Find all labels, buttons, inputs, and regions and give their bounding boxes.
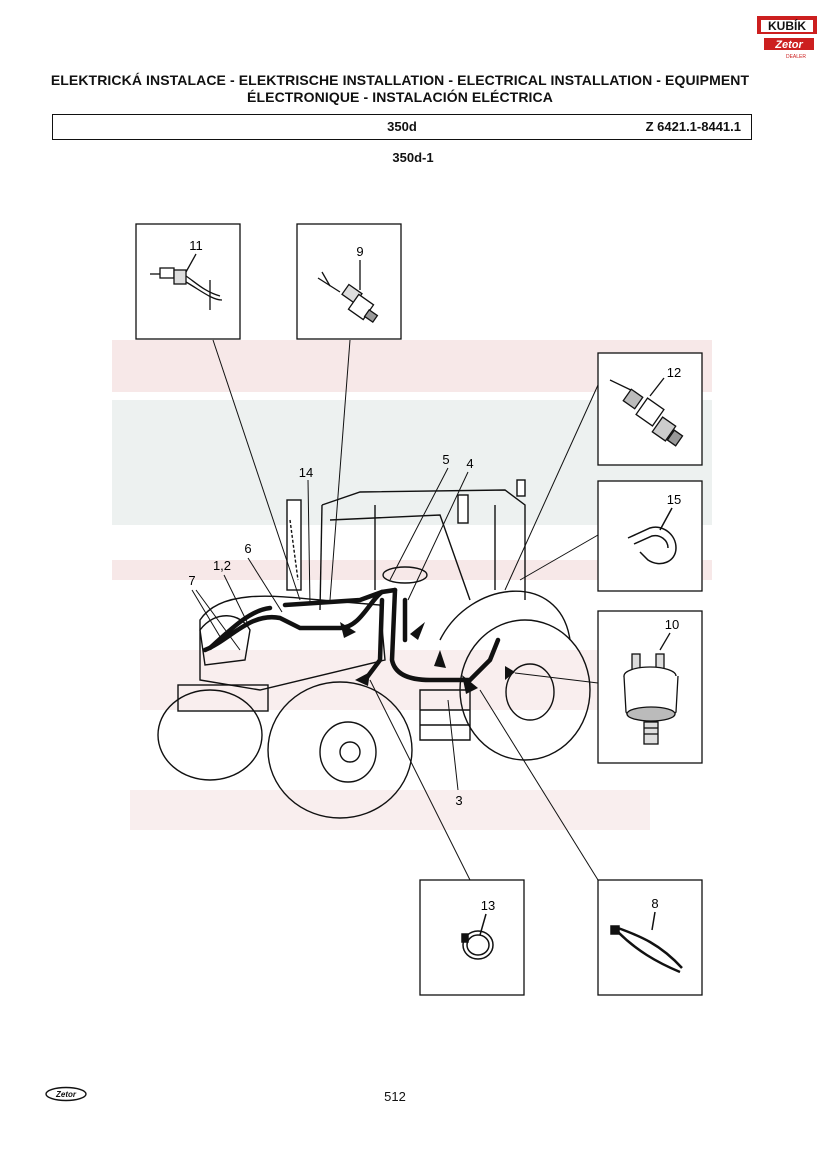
leader-14 [307,479,311,606]
callout-11: 11 [189,238,203,253]
logo-dealer-text: DEALER [786,54,806,60]
leader-4 [407,471,469,601]
leader-5 [389,467,449,581]
harness-main [389,587,501,683]
leader-3 [447,699,459,791]
detail-box-10: 10 [597,610,703,764]
beacon-light [516,479,526,497]
leader-12-pair [223,574,249,625]
watermark [112,340,712,830]
wiring-harness [202,587,501,683]
model-label: 350d [387,119,417,134]
detail-box-9: 9 [296,223,402,340]
leader-11 [212,339,301,601]
cab-steps [419,689,471,741]
callout-4: 4 [466,456,473,471]
front-left-wheel [157,689,263,781]
leader-8 [479,689,599,881]
callout-9: 9 [356,244,363,259]
callout-14: 14 [299,465,313,480]
tractor-illustration [157,479,591,819]
callout-7: 7 [188,573,195,588]
arrow-a [340,622,356,638]
front-weight [177,684,269,712]
part-code: Z 6421.1-8441.1 [645,119,741,134]
leader-12 [504,384,599,591]
oil-pressure-sensor-icon [623,632,679,745]
leader-9 [329,339,351,601]
callout-15: 15 [667,492,681,507]
cab-front-pillar [319,504,323,611]
steering-wheel [382,566,428,584]
callout-12: 12 [667,365,681,380]
front-grille [199,615,251,666]
temp-sender-icon [150,253,223,310]
leader-10 [514,672,599,684]
leader-lines [191,339,599,881]
figure-id: 350d-1 [392,150,434,165]
detail-box-11: 11 [135,223,241,340]
arrow-b [410,622,425,640]
detail-box-8: 8 [597,879,703,996]
leader-13 [369,679,471,881]
zetor-footer-logo: Zetor [44,1086,88,1102]
harness-front [202,589,385,653]
arrows [340,622,515,694]
callout-3: 3 [455,793,462,808]
title-line-1: ELEKTRICKÁ INSTALACE - ELEKTRISCHE INSTA… [50,72,750,88]
callout-8: 8 [651,896,658,911]
hose-clamp-icon [461,913,494,960]
callout-10: 10 [665,617,679,632]
cable-tie-icon [610,911,683,974]
sensor-12-icon [609,377,684,447]
callout-6: 6 [244,541,251,556]
logo-sub-text: Zetor [774,39,803,51]
callout-5: 5 [442,452,449,467]
logo-zetor-band [764,38,814,50]
front-right-wheel [267,681,413,819]
detail-box-15: 15 [597,480,703,592]
detail-box-12: 12 [597,352,703,466]
cable-clip-icon [627,507,677,565]
zetor-oval-icon: Zetor [45,1086,87,1102]
logo-inner-band [761,20,813,32]
leader-15 [519,534,599,581]
hood [199,595,386,691]
cab-roof [321,489,526,600]
kubik-logo-graphic: KUBÍK Zetor DEALER [757,16,817,60]
kubik-logo: KUBÍK Zetor DEALER [756,14,818,60]
document-title: ELEKTRICKÁ INSTALACE - ELEKTRISCHE INSTA… [40,72,760,106]
leader-7b [195,589,241,651]
leader-6 [247,557,283,613]
footer-brand-text: Zetor [55,1090,77,1099]
callout-13: 13 [481,898,495,913]
leader-7a [191,589,223,641]
callout-1-2: 1,2 [213,558,231,573]
rear-mudguard [439,590,571,641]
mirror [457,494,469,524]
logo-brand-text: KUBÍK [768,18,806,33]
title-line-2: ÉLECTRONIQUE - INSTALACIÓN ELÉCTRICA [247,89,553,105]
reference-bar: 350d Z 6421.1-8441.1 [52,114,752,140]
page-number: 512 [384,1089,406,1104]
detail-box-13: 13 [419,879,525,996]
pressure-switch-icon [317,260,379,324]
